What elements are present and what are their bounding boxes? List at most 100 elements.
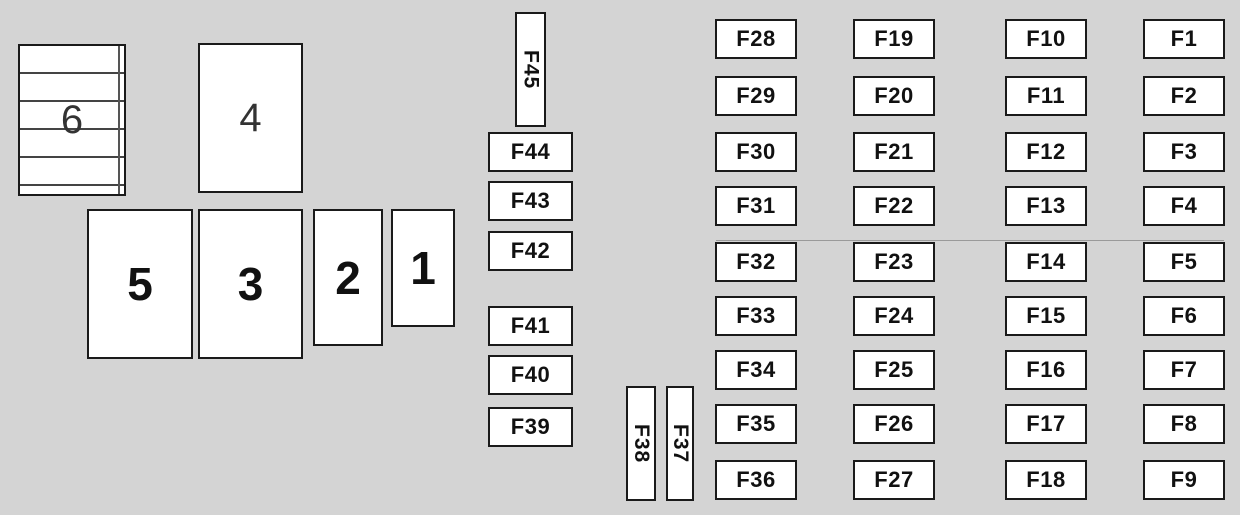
relay-2-label: 2	[335, 251, 361, 304]
fuse-f27: F27	[853, 460, 935, 500]
fuse-f21: F21	[853, 132, 935, 172]
fuse-f45: F45	[515, 12, 546, 127]
fuse-f2: F2	[1143, 76, 1225, 116]
fuse-f8-label: F8	[1170, 411, 1198, 436]
fuse-f30: F30	[715, 132, 797, 172]
fuse-f29: F29	[715, 76, 797, 116]
fuse-f7: F7	[1143, 350, 1225, 390]
fuse-f14: F14	[1005, 242, 1087, 282]
fuse-f4: F4	[1143, 186, 1225, 226]
fuse-f10-label: F10	[1026, 26, 1066, 51]
fuse-f35-label: F35	[736, 411, 776, 436]
fuse-f14-label: F14	[1026, 249, 1066, 274]
fuse-f15-label: F15	[1026, 303, 1066, 328]
fuse-f40-label: F40	[510, 362, 551, 387]
fuse-f9: F9	[1143, 460, 1225, 500]
fuse-f37: F37	[666, 386, 694, 501]
relay-4: 4	[198, 43, 303, 193]
fuse-f25-label: F25	[874, 357, 914, 382]
fuse-f45-label: F45	[519, 49, 543, 90]
fuse-f13-label: F13	[1026, 193, 1066, 218]
fuse-f1-label: F1	[1170, 26, 1198, 51]
fuse-f31-label: F31	[736, 193, 776, 218]
fuse-f38-label: F38	[630, 423, 653, 464]
fuse-f26-label: F26	[874, 411, 914, 436]
fuse-f25: F25	[853, 350, 935, 390]
relay-5: 5	[87, 209, 193, 359]
fuse-f28: F28	[715, 19, 797, 59]
fuse-f32: F32	[715, 242, 797, 282]
divider-line	[716, 240, 1224, 241]
relay-6: 6	[18, 44, 126, 196]
fuse-f18-label: F18	[1026, 467, 1066, 492]
fuse-f40: F40	[488, 355, 573, 395]
fuse-f6-label: F6	[1170, 303, 1198, 328]
fuse-f44-label: F44	[510, 139, 551, 164]
fuse-f34-label: F34	[736, 357, 776, 382]
fuse-f35: F35	[715, 404, 797, 444]
fuse-f33: F33	[715, 296, 797, 336]
relay-6-label: 6	[60, 97, 84, 142]
fuse-f44: F44	[488, 132, 573, 172]
relay-5-label: 5	[127, 258, 153, 310]
fuse-f11-label: F11	[1026, 83, 1066, 108]
fuse-f36-label: F36	[736, 467, 776, 492]
fuse-f5: F5	[1143, 242, 1225, 282]
fuse-f2-label: F2	[1170, 83, 1198, 108]
fuse-f15: F15	[1005, 296, 1087, 336]
fuse-f12: F12	[1005, 132, 1087, 172]
fuse-f12-label: F12	[1026, 139, 1066, 164]
fuse-f39-label: F39	[510, 414, 551, 439]
fuse-f28-label: F28	[736, 26, 776, 51]
fuse-f42-label: F42	[510, 238, 551, 263]
fuse-f19-label: F19	[874, 26, 914, 51]
fuse-f22-label: F22	[874, 193, 914, 218]
fuse-f6: F6	[1143, 296, 1225, 336]
fuse-f39: F39	[488, 407, 573, 447]
fuse-f1: F1	[1143, 19, 1225, 59]
fuse-f16-label: F16	[1026, 357, 1066, 382]
fuse-f41-label: F41	[510, 313, 551, 338]
fuse-f4-label: F4	[1170, 193, 1198, 218]
fuse-f27-label: F27	[874, 467, 914, 492]
fuse-f23: F23	[853, 242, 935, 282]
fuse-f3: F3	[1143, 132, 1225, 172]
fuse-f41: F41	[488, 306, 573, 346]
fuse-f17: F17	[1005, 404, 1087, 444]
relay-2: 2	[313, 209, 383, 346]
fuse-f32-label: F32	[736, 249, 776, 274]
fuse-f18: F18	[1005, 460, 1087, 500]
fuse-f29-label: F29	[736, 83, 776, 108]
relay-3: 3	[198, 209, 303, 359]
fuse-f43: F43	[488, 181, 573, 221]
fuse-f38: F38	[626, 386, 656, 501]
fuse-f24: F24	[853, 296, 935, 336]
fuse-f19: F19	[853, 19, 935, 59]
fuse-f11: F11	[1005, 76, 1087, 116]
fuse-f33-label: F33	[736, 303, 776, 328]
fuse-f5-label: F5	[1170, 249, 1198, 274]
relay-4-label: 4	[239, 95, 262, 140]
fuse-f21-label: F21	[874, 139, 914, 164]
fuse-f13: F13	[1005, 186, 1087, 226]
fuse-f7-label: F7	[1170, 357, 1198, 382]
relay-3-label: 3	[237, 258, 264, 310]
fuse-f36: F36	[715, 460, 797, 500]
fuse-f42: F42	[488, 231, 573, 271]
relay-1: 1	[391, 209, 455, 327]
fuse-f3-label: F3	[1170, 139, 1198, 164]
fuse-f43-label: F43	[510, 188, 551, 213]
fuse-f37-label: F37	[669, 423, 692, 464]
fuse-f8: F8	[1143, 404, 1225, 444]
fuse-f23-label: F23	[874, 249, 914, 274]
fuse-f17-label: F17	[1026, 411, 1066, 436]
fuse-f20: F20	[853, 76, 935, 116]
fuse-f26: F26	[853, 404, 935, 444]
fuse-f20-label: F20	[874, 83, 914, 108]
fuse-f34: F34	[715, 350, 797, 390]
fuse-f22: F22	[853, 186, 935, 226]
fuse-f9-label: F9	[1170, 467, 1198, 492]
fuse-f10: F10	[1005, 19, 1087, 59]
fuse-f30-label: F30	[736, 139, 776, 164]
